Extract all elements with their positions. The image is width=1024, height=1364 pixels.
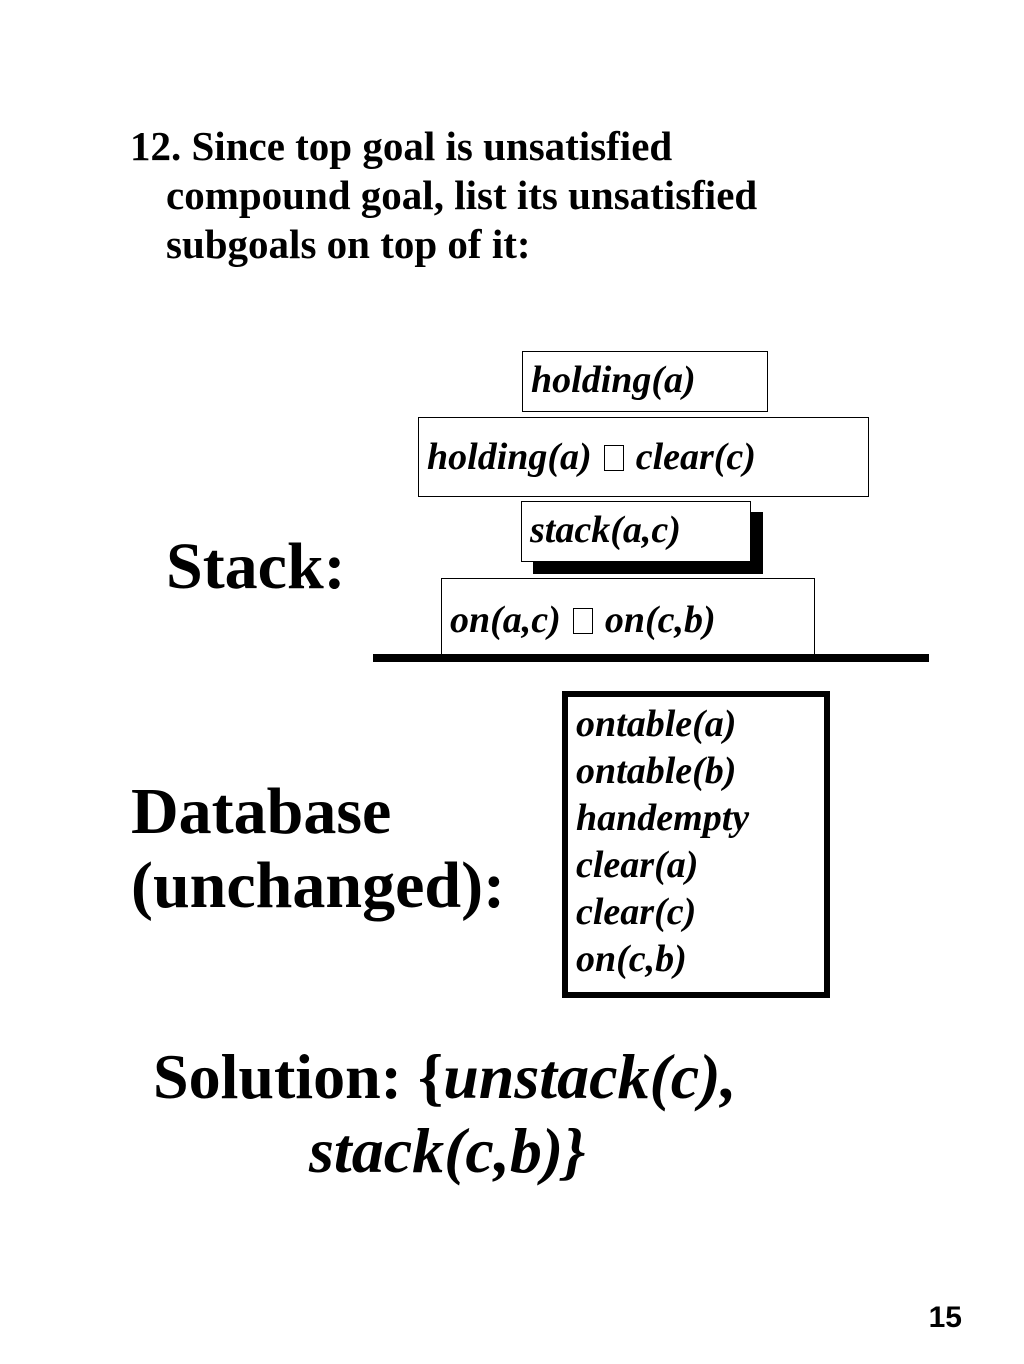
and-symbol-box-icon: [603, 445, 624, 471]
stack-item-left: holding(a): [427, 436, 592, 478]
stack-item-on-a-c-and-on-c-b: on(a,c) on(c,b): [441, 578, 815, 658]
database-fact: handempty: [576, 797, 750, 839]
stack-label: Stack:: [166, 530, 346, 603]
stack-item-right: on(c,b): [604, 599, 716, 641]
database-label: Database (unchanged):: [131, 775, 505, 923]
database-label-line-1: Database: [131, 775, 392, 848]
solution-step-2: stack(c,b)}: [309, 1115, 586, 1186]
step-line-1: 12. Since top goal is unsatisfied: [130, 123, 673, 169]
page-number: 15: [928, 1301, 962, 1334]
database-fact: clear(c): [576, 891, 697, 933]
stack-item-stack-a-c: stack(a,c): [521, 501, 751, 562]
step-text: 12. Since top goal is unsatisfied compou…: [130, 122, 890, 269]
stack-item-holding-a: holding(a): [522, 351, 768, 412]
solution-label: Solution: {: [153, 1041, 444, 1112]
solution-step-1: unstack(c),: [443, 1041, 737, 1112]
database-fact: on(c,b): [576, 938, 687, 980]
stack-item-text: holding(a): [531, 359, 696, 401]
solution: Solution: {unstack(c), stack(c,b)}: [153, 1040, 737, 1188]
stack-item-holding-and-clear: holding(a) clear(c): [418, 417, 869, 497]
stack-item-right: clear(c): [635, 436, 756, 478]
step-line-3: subgoals on top of it:: [166, 221, 531, 267]
step-line-2: compound goal, list its unsatisfied: [166, 172, 758, 218]
stack-base-line: [373, 654, 929, 662]
and-symbol-box-icon: [572, 608, 593, 634]
stack-item-text: stack(a,c): [530, 509, 681, 551]
database-box: ontable(a) ontable(b) handempty clear(a)…: [562, 691, 830, 998]
database-fact: ontable(b): [576, 750, 737, 792]
database-fact: clear(a): [576, 844, 699, 886]
database-label-line-2: (unchanged):: [131, 849, 506, 922]
database-fact: ontable(a): [576, 703, 737, 745]
stack-item-left: on(a,c): [450, 599, 561, 641]
